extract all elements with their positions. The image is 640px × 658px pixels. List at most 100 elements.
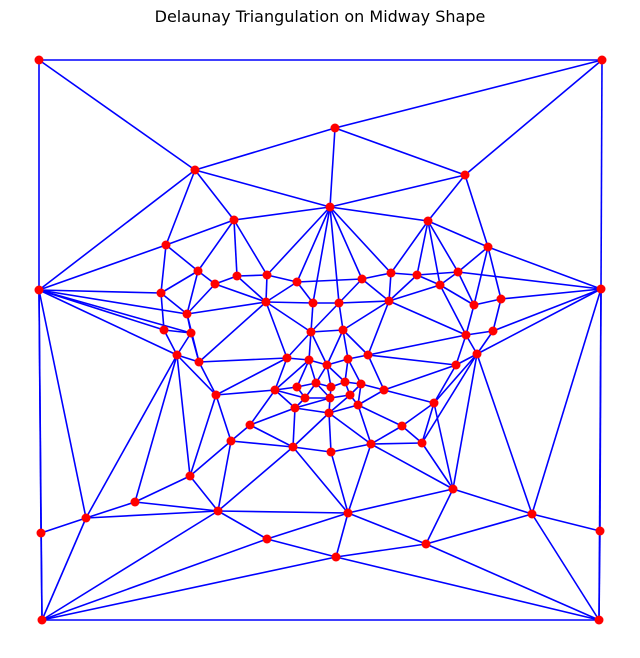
vertex-point (343, 354, 353, 364)
triangulation-edge (425, 488, 454, 545)
triangulation-edge (189, 475, 219, 512)
vertex-point (36, 528, 46, 538)
vertex-point (330, 123, 340, 133)
triangulation-edge (85, 510, 219, 519)
triangulation-edge (401, 402, 435, 427)
triangulation-edge (40, 517, 87, 534)
vertex-point (334, 298, 344, 308)
triangulation-edge (334, 59, 603, 129)
triangulation-edge (274, 389, 306, 399)
triangulation-edge (425, 543, 600, 621)
triangulation-edge (531, 288, 602, 515)
triangulation-edge (427, 174, 466, 222)
triangulation-edge (388, 274, 418, 302)
triangulation-edge (329, 206, 429, 222)
vertex-point (186, 328, 196, 338)
triangulation-edge (274, 357, 288, 391)
vertex-point (211, 390, 221, 400)
vertex-point (245, 420, 255, 430)
vertex-point (81, 513, 91, 523)
triangulation-edge (452, 353, 478, 490)
triangulation-edge (328, 404, 359, 414)
triangulation-edge (189, 440, 232, 477)
triangulation-edge (416, 271, 459, 276)
triangulation-edge (464, 59, 603, 176)
triangulation-edge (388, 300, 467, 336)
triangulation-edge (335, 556, 600, 621)
triangulation-edge (176, 354, 191, 477)
triangulation-edge (465, 304, 475, 336)
vertex-point (322, 360, 332, 370)
triangulation-edge (198, 301, 267, 363)
triangulation-edge (296, 278, 363, 283)
vertex-point (185, 471, 195, 481)
triangulation-edge (367, 300, 390, 356)
vertex-point (182, 309, 192, 319)
triangulation-edge (40, 532, 43, 621)
triangulation-edge (312, 206, 331, 304)
triangulation-edge (230, 440, 294, 448)
vertex-point (304, 355, 314, 365)
vertex-point (311, 378, 321, 388)
triangulation-edge (198, 357, 288, 363)
vertex-point (34, 285, 44, 295)
vertex-point (435, 280, 445, 290)
triangulation-edge (236, 274, 268, 277)
vertex-point (357, 274, 367, 284)
triangulation-edge (347, 443, 372, 514)
triangulation-edge (388, 272, 392, 302)
vertex-point (159, 325, 169, 335)
triangulation-edge (421, 353, 478, 444)
triangulation-edge (310, 331, 328, 366)
vertex-point (488, 326, 498, 336)
triangulation-edge (292, 446, 332, 453)
vertex-point (472, 349, 482, 359)
triangulation-edge (214, 283, 267, 303)
triangulation-edge (464, 174, 489, 248)
triangulation-edge (598, 530, 601, 621)
vertex-point (194, 357, 204, 367)
triangulation-edge (330, 443, 372, 453)
vertex-point (306, 327, 316, 337)
vertex-point (527, 509, 537, 519)
triangulation-edge (328, 412, 372, 445)
vertex-point (451, 360, 461, 370)
triangulation-edge (329, 174, 466, 208)
vertex-point (461, 330, 471, 340)
triangulation-edge (457, 271, 602, 290)
triangulation-edge (194, 127, 336, 171)
triangulation-edge (370, 443, 454, 490)
triangulation-edge (476, 288, 602, 355)
vertex-point (384, 296, 394, 306)
vertex-point (290, 403, 300, 413)
triangulation-edge (335, 512, 349, 558)
triangulation-edge (265, 301, 288, 359)
triangulation-edge (165, 244, 199, 272)
triangulation-edge (367, 334, 467, 356)
triangulation-edge (265, 301, 312, 333)
triangulation-edge (286, 331, 312, 359)
triangulation-edge (165, 219, 235, 246)
triangulation-edge (41, 517, 87, 621)
triangulation-edge (361, 272, 392, 280)
triangulation-edge (160, 292, 165, 331)
triangulation-edge (160, 244, 167, 294)
triangulation-edge (233, 206, 331, 221)
vertex-point (353, 400, 363, 410)
vertex-point (172, 350, 182, 360)
triangulation-edge (347, 512, 427, 545)
vertex-point (190, 165, 200, 175)
triangulation-edge (427, 220, 459, 273)
triangulation-edge (338, 300, 390, 304)
vertex-point (397, 421, 407, 431)
triangulation-edge (38, 289, 165, 331)
triangulation-edge (425, 513, 533, 545)
triangulation-edge (433, 353, 478, 404)
triangulation-edge (357, 404, 372, 445)
vertex-point (308, 298, 318, 308)
triangulation-edge (38, 59, 196, 171)
triangulation-edge (342, 300, 390, 331)
triangulation-edge (217, 440, 232, 512)
vertex-point (429, 398, 439, 408)
triangulation-edge (197, 219, 235, 272)
